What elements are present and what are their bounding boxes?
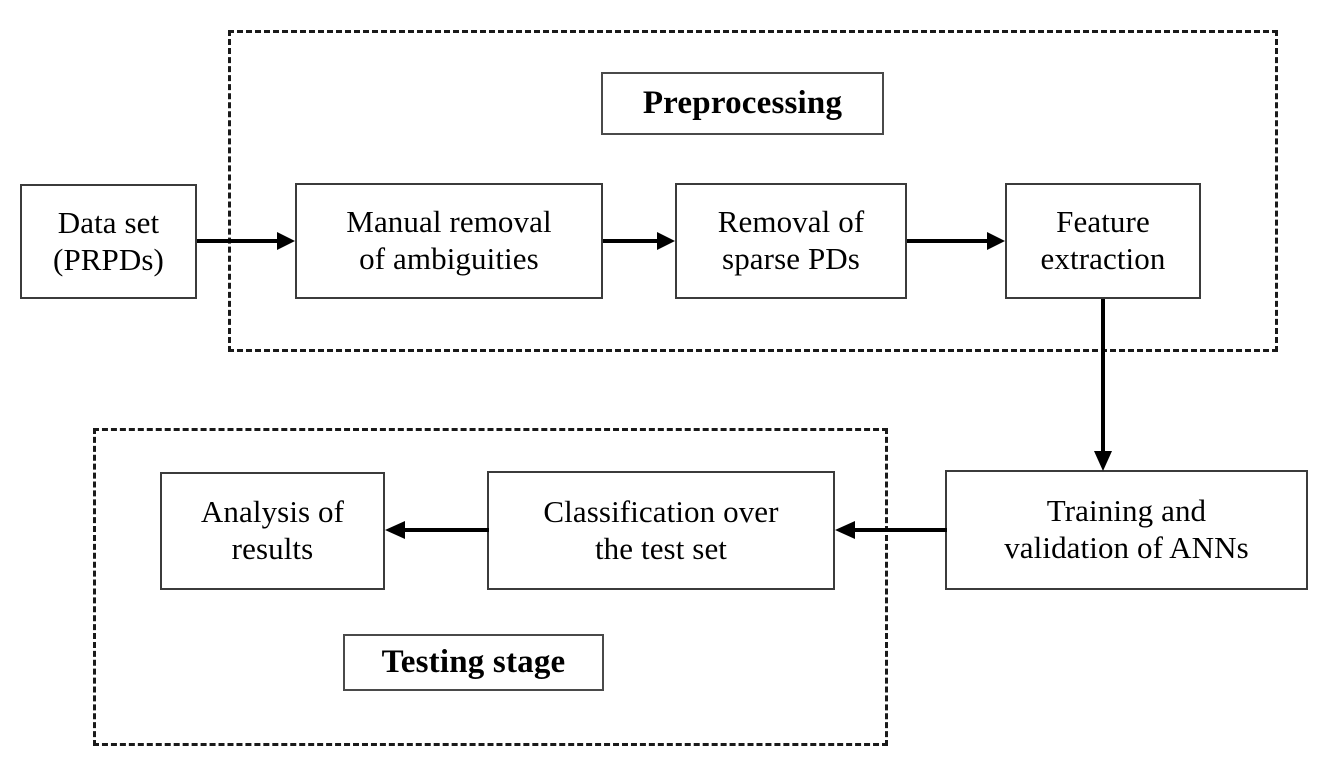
group-testing-stage — [93, 428, 888, 746]
node-training-validation-label: Training and validation of ANNs — [1004, 493, 1249, 565]
node-data-set[interactable]: Data set (PRPDs) — [20, 184, 197, 299]
stage-label-testing-stage: Testing stage — [343, 634, 604, 691]
node-sparse-removal-label: Removal of sparse PDs — [717, 204, 865, 276]
arrow-classification-to-analysis — [383, 515, 489, 545]
node-classification[interactable]: Classification over the test set — [487, 471, 835, 590]
node-data-set-label: Data set (PRPDs) — [53, 204, 164, 277]
arrow-manual-removal-to-sparse-removal — [603, 226, 677, 256]
arrow-sparse-removal-to-feature-extraction — [907, 226, 1007, 256]
node-feature-extraction-label: Feature extraction — [1040, 204, 1166, 276]
arrow-training-validation-to-classification — [833, 515, 947, 545]
node-manual-removal[interactable]: Manual removal of ambiguities — [295, 183, 603, 299]
node-analysis[interactable]: Analysis of results — [160, 472, 385, 590]
node-sparse-removal[interactable]: Removal of sparse PDs — [675, 183, 907, 299]
node-analysis-label: Analysis of results — [200, 494, 345, 566]
node-feature-extraction[interactable]: Feature extraction — [1005, 183, 1201, 299]
stage-label-preprocessing-text: Preprocessing — [642, 85, 843, 121]
stage-label-testing-stage-text: Testing stage — [381, 644, 566, 680]
group-preprocessing — [228, 30, 1278, 352]
stage-label-preprocessing: Preprocessing — [601, 72, 884, 135]
node-classification-label: Classification over the test set — [543, 493, 779, 566]
arrow-data-set-to-manual-removal — [197, 226, 297, 256]
arrow-feature-extraction-to-training-validation — [1088, 299, 1118, 473]
node-manual-removal-label: Manual removal of ambiguities — [346, 204, 552, 276]
node-training-validation[interactable]: Training and validation of ANNs — [945, 470, 1308, 590]
